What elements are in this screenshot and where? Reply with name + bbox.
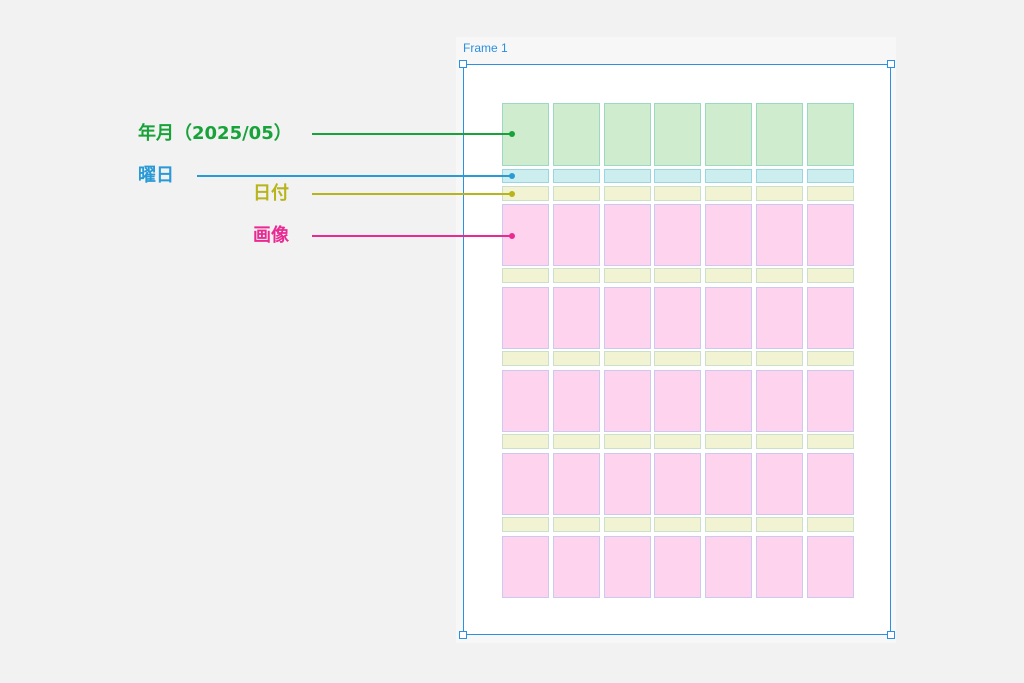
- weekday-cell[interactable]: [654, 169, 702, 183]
- date-cell[interactable]: [654, 268, 702, 283]
- annotation-label-weekday: 曜日: [138, 165, 174, 186]
- date-cell[interactable]: [603, 517, 651, 532]
- date-cell[interactable]: [502, 517, 549, 532]
- weekday-cell[interactable]: [552, 169, 600, 183]
- date-cell[interactable]: [806, 351, 854, 366]
- image-cell[interactable]: [603, 287, 651, 349]
- annotation-line-date: [312, 193, 512, 195]
- date-cell[interactable]: [806, 186, 854, 201]
- date-cell[interactable]: [552, 351, 600, 366]
- annotation-dot-month: [509, 131, 515, 137]
- image-cell[interactable]: [705, 453, 753, 515]
- date-cell[interactable]: [705, 434, 753, 449]
- image-cell[interactable]: [603, 453, 651, 515]
- month-cell[interactable]: [756, 103, 803, 166]
- image-cell[interactable]: [502, 204, 549, 266]
- date-cell[interactable]: [705, 268, 753, 283]
- weekday-cell[interactable]: [756, 169, 803, 183]
- image-cell[interactable]: [654, 536, 702, 598]
- month-cell[interactable]: [603, 103, 651, 166]
- weekday-cell[interactable]: [603, 169, 651, 183]
- image-cell[interactable]: [502, 370, 549, 432]
- date-cell[interactable]: [705, 517, 753, 532]
- date-cell[interactable]: [756, 434, 803, 449]
- image-cell[interactable]: [806, 536, 854, 598]
- annotation-label-date: 日付: [253, 183, 289, 204]
- date-cell[interactable]: [654, 434, 702, 449]
- date-cell[interactable]: [603, 186, 651, 201]
- image-cell[interactable]: [756, 204, 803, 266]
- date-cell[interactable]: [502, 434, 549, 449]
- date-cell[interactable]: [654, 517, 702, 532]
- image-cell[interactable]: [705, 287, 753, 349]
- image-cell[interactable]: [654, 204, 702, 266]
- image-cell[interactable]: [502, 536, 549, 598]
- image-cell[interactable]: [552, 536, 600, 598]
- date-cell[interactable]: [756, 186, 803, 201]
- image-cell[interactable]: [654, 453, 702, 515]
- date-cell[interactable]: [756, 351, 803, 366]
- annotation-dot-date: [509, 191, 515, 197]
- image-cell[interactable]: [705, 204, 753, 266]
- month-cell[interactable]: [806, 103, 854, 166]
- annotation-line-weekday: [197, 175, 512, 177]
- image-cell[interactable]: [552, 204, 600, 266]
- date-cell[interactable]: [806, 434, 854, 449]
- weekday-cell[interactable]: [705, 169, 753, 183]
- image-cell[interactable]: [806, 204, 854, 266]
- image-cell[interactable]: [502, 287, 549, 349]
- date-cell[interactable]: [552, 434, 600, 449]
- month-cell[interactable]: [654, 103, 702, 166]
- date-cell[interactable]: [603, 351, 651, 366]
- image-cell[interactable]: [756, 536, 803, 598]
- date-cell[interactable]: [502, 268, 549, 283]
- image-cell[interactable]: [603, 370, 651, 432]
- frame-label[interactable]: Frame 1: [463, 41, 508, 55]
- date-cell[interactable]: [654, 351, 702, 366]
- annotation-dot-weekday: [509, 173, 515, 179]
- image-cell[interactable]: [552, 370, 600, 432]
- image-cell[interactable]: [603, 204, 651, 266]
- date-cell[interactable]: [756, 268, 803, 283]
- image-cell[interactable]: [756, 453, 803, 515]
- image-cell[interactable]: [806, 287, 854, 349]
- date-cell[interactable]: [806, 268, 854, 283]
- image-cell[interactable]: [654, 370, 702, 432]
- annotation-line-month: [312, 133, 512, 135]
- date-cell[interactable]: [552, 186, 600, 201]
- image-cell[interactable]: [552, 453, 600, 515]
- resize-handle-top-left[interactable]: [459, 60, 467, 68]
- resize-handle-bottom-left[interactable]: [459, 631, 467, 639]
- annotation-label-image: 画像: [253, 225, 289, 246]
- month-cell[interactable]: [552, 103, 600, 166]
- date-cell[interactable]: [603, 268, 651, 283]
- weekday-cell[interactable]: [806, 169, 854, 183]
- annotation-line-image: [312, 235, 512, 237]
- annotation-dot-image: [509, 233, 515, 239]
- image-cell[interactable]: [603, 536, 651, 598]
- date-cell[interactable]: [502, 351, 549, 366]
- date-cell[interactable]: [705, 351, 753, 366]
- image-cell[interactable]: [502, 453, 549, 515]
- image-cell[interactable]: [756, 370, 803, 432]
- image-cell[interactable]: [705, 536, 753, 598]
- image-cell[interactable]: [552, 287, 600, 349]
- date-cell[interactable]: [705, 186, 753, 201]
- date-cell[interactable]: [603, 434, 651, 449]
- month-cell[interactable]: [705, 103, 753, 166]
- resize-handle-top-right[interactable]: [887, 60, 895, 68]
- resize-handle-bottom-right[interactable]: [887, 631, 895, 639]
- date-cell[interactable]: [806, 517, 854, 532]
- date-cell[interactable]: [654, 186, 702, 201]
- image-cell[interactable]: [654, 287, 702, 349]
- date-cell[interactable]: [552, 517, 600, 532]
- annotation-label-month: 年月（2025/05）: [138, 123, 292, 144]
- image-cell[interactable]: [705, 370, 753, 432]
- date-cell[interactable]: [552, 268, 600, 283]
- image-cell[interactable]: [806, 370, 854, 432]
- image-cell[interactable]: [756, 287, 803, 349]
- image-cell[interactable]: [806, 453, 854, 515]
- date-cell[interactable]: [756, 517, 803, 532]
